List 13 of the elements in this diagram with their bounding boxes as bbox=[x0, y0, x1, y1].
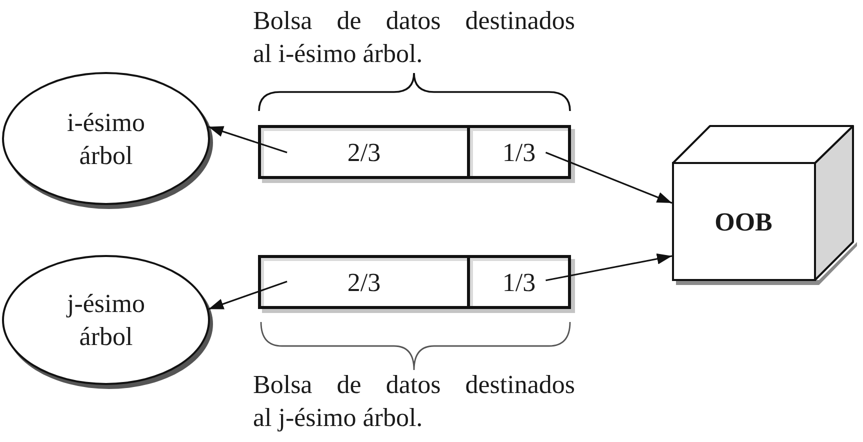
node-text: j-ésimo árbol bbox=[65, 288, 146, 353]
node-text: 2/3 bbox=[347, 136, 381, 168]
brace-caption: Bolsa de datos destinados al j-ésimo árbol. bbox=[253, 369, 575, 434]
arrow bbox=[208, 126, 288, 154]
node-text: 1/3 bbox=[502, 266, 536, 298]
brace-caption: Bolsa de datos destinados al i-ésimo árbol. bbox=[253, 5, 575, 70]
node-text: i-ésimo árbol bbox=[66, 106, 146, 172]
node-text: OOB bbox=[714, 206, 772, 238]
arrow bbox=[546, 253, 672, 282]
arrow bbox=[545, 152, 672, 204]
arrow bbox=[208, 280, 288, 310]
node-text: 1/3 bbox=[502, 136, 536, 168]
node-text: 2/3 bbox=[347, 266, 381, 298]
